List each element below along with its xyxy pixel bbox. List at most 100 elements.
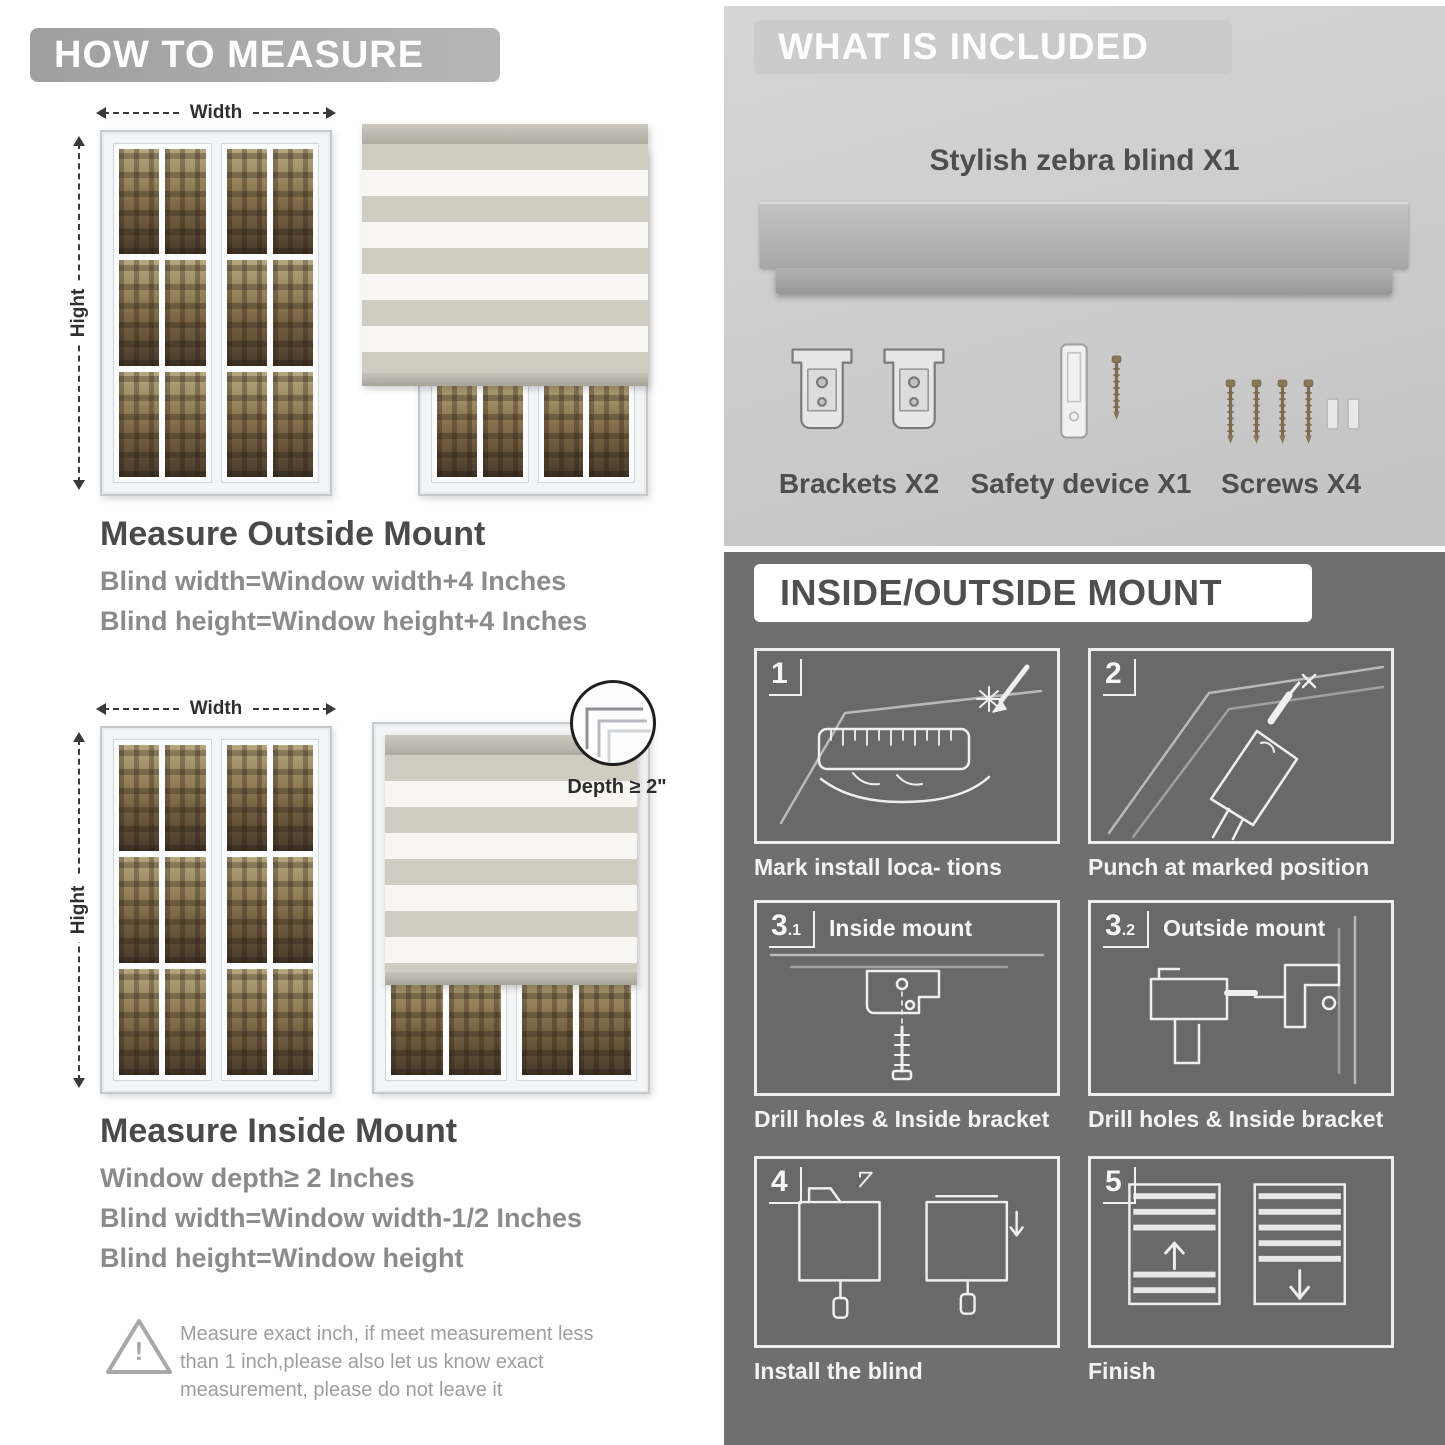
step-header: 4 bbox=[769, 1167, 802, 1204]
finish-illustration bbox=[1128, 1183, 1346, 1306]
what-is-included-section: WHAT IS INCLUDED Stylish zebra blind X1 bbox=[724, 6, 1445, 546]
window-pane bbox=[272, 149, 313, 255]
window-illustration-inside bbox=[100, 726, 332, 1094]
window-pane bbox=[543, 378, 584, 477]
step-caption-4: Install the blind bbox=[754, 1358, 923, 1384]
blind-stripes bbox=[385, 755, 637, 972]
what-is-included-title: WHAT IS INCLUDED bbox=[778, 26, 1149, 67]
mount-header-title: INSIDE/OUTSIDE MOUNT bbox=[780, 572, 1223, 613]
screw-icon bbox=[1277, 379, 1288, 444]
warning-line2: than 1 inch,please also let us know exac… bbox=[180, 1351, 544, 1373]
zebra-blind-inside bbox=[385, 735, 637, 985]
mount-header-banner: INSIDE/OUTSIDE MOUNT bbox=[754, 564, 1312, 622]
window-pane bbox=[226, 745, 267, 851]
outside-mount-line2: Blind height=Window height+4 Inches bbox=[100, 606, 588, 636]
arrow-head-bottom-icon bbox=[73, 480, 85, 490]
window-pane bbox=[119, 857, 160, 963]
width-arrow-inside: Width bbox=[96, 697, 336, 721]
blind-stripes bbox=[362, 144, 648, 373]
window-pane bbox=[589, 378, 629, 477]
safety-device-label: Safety device X1 bbox=[970, 468, 1192, 499]
inside-bracket-illustration bbox=[769, 953, 1045, 1081]
width-label: Width bbox=[181, 697, 251, 721]
outside-mount-demo bbox=[362, 124, 648, 496]
bracket-icon bbox=[883, 348, 945, 430]
blind-headrail-valance bbox=[776, 268, 1392, 293]
depth-zoom-circle bbox=[570, 680, 656, 766]
anchor-icon bbox=[1347, 398, 1360, 430]
window-pane bbox=[226, 149, 267, 255]
inside-mount-title: Measure Inside Mount bbox=[100, 1112, 458, 1150]
window-pane bbox=[391, 967, 443, 1075]
window-pane bbox=[226, 260, 267, 366]
warning-note: Measure exact inch, if meet measurement … bbox=[180, 1320, 650, 1404]
window-pane bbox=[579, 967, 631, 1075]
screw-icon bbox=[1251, 379, 1262, 444]
blind-bottomrail bbox=[362, 373, 648, 386]
screw-icon bbox=[1111, 355, 1122, 420]
step-panel-3-1: 3.1 Inside mount bbox=[754, 900, 1060, 1096]
height-arrow-outside: Hight bbox=[67, 136, 91, 490]
step-number: 3.2 bbox=[1103, 911, 1150, 948]
step-panel-1: 1 bbox=[754, 648, 1060, 844]
step-number: 5 bbox=[1103, 1167, 1136, 1204]
warning-triangle-icon: ! bbox=[104, 1316, 174, 1380]
width-arrow-outside: Width bbox=[96, 101, 336, 125]
safety-device-icon bbox=[1060, 343, 1088, 439]
step-header: 1 bbox=[769, 659, 802, 696]
step-panel-4: 4 bbox=[754, 1156, 1060, 1348]
window-pane bbox=[437, 378, 477, 477]
how-to-measure-title: HOW TO MEASURE bbox=[54, 33, 425, 76]
window-sash bbox=[113, 143, 212, 483]
zebra-blind-outside bbox=[362, 124, 648, 386]
window-pane bbox=[165, 857, 206, 963]
anchor-icon bbox=[1326, 398, 1339, 430]
step-header: 3.1 Inside mount bbox=[769, 911, 972, 948]
step-caption-1: Mark install loca- tions bbox=[754, 854, 1002, 880]
window-pane bbox=[272, 969, 313, 1075]
step-number: 2 bbox=[1103, 659, 1136, 696]
step-title: Outside mount bbox=[1163, 915, 1326, 941]
step-header: 5 bbox=[1103, 1167, 1136, 1204]
inside-outside-mount-section: INSIDE/OUTSIDE MOUNT 1 Mark insta bbox=[724, 552, 1445, 1445]
window-sash bbox=[113, 739, 212, 1081]
window-pane bbox=[165, 745, 206, 851]
window-pane bbox=[448, 967, 501, 1075]
step-number: 1 bbox=[769, 659, 802, 696]
arrow-head-bottom-icon bbox=[73, 1078, 85, 1088]
brackets-label: Brackets X2 bbox=[778, 468, 940, 499]
inside-mount-demo bbox=[372, 722, 650, 1094]
step-caption-3-1: Drill holes & Inside bracket bbox=[754, 1106, 1050, 1132]
drill-punch-illustration bbox=[1107, 665, 1385, 841]
window-pane bbox=[165, 969, 206, 1075]
window-sash bbox=[220, 739, 319, 1081]
arrow-head-left-icon bbox=[96, 107, 106, 119]
blind-headrail bbox=[362, 124, 648, 144]
warning-exclamation: ! bbox=[134, 1336, 144, 1366]
height-label: Hight bbox=[67, 280, 91, 346]
window-pane bbox=[119, 371, 160, 477]
frame-corner-zoom-icon bbox=[585, 707, 651, 763]
arrow-head-top-icon bbox=[73, 732, 85, 742]
inside-mount-line3: Blind height=Window height bbox=[100, 1243, 464, 1273]
brackets-icons bbox=[786, 342, 950, 440]
window-illustration-outside bbox=[100, 130, 332, 496]
window-pane bbox=[272, 857, 313, 963]
window-pane bbox=[165, 260, 206, 366]
blind-headrail-product bbox=[760, 202, 1408, 268]
inside-mount-line2: Blind width=Window width-1/2 Inches bbox=[100, 1203, 583, 1233]
window-pane bbox=[226, 969, 267, 1075]
window-pane bbox=[272, 260, 313, 366]
height-label: Hight bbox=[67, 877, 91, 943]
window-pane bbox=[226, 371, 267, 477]
height-arrow-inside: Hight bbox=[67, 732, 91, 1088]
what-is-included-banner: WHAT IS INCLUDED bbox=[754, 20, 1232, 74]
outside-mount-title: Measure Outside Mount bbox=[100, 515, 486, 553]
depth-requirement-label: Depth ≥ 2" bbox=[567, 776, 667, 798]
step-panel-2: 2 bbox=[1088, 648, 1394, 844]
wall-anchors bbox=[1326, 398, 1360, 430]
width-label: Width bbox=[181, 101, 251, 125]
window-pane bbox=[119, 969, 160, 1075]
inside-mount-line1: Window depth≥ 2 Inches bbox=[100, 1163, 415, 1193]
